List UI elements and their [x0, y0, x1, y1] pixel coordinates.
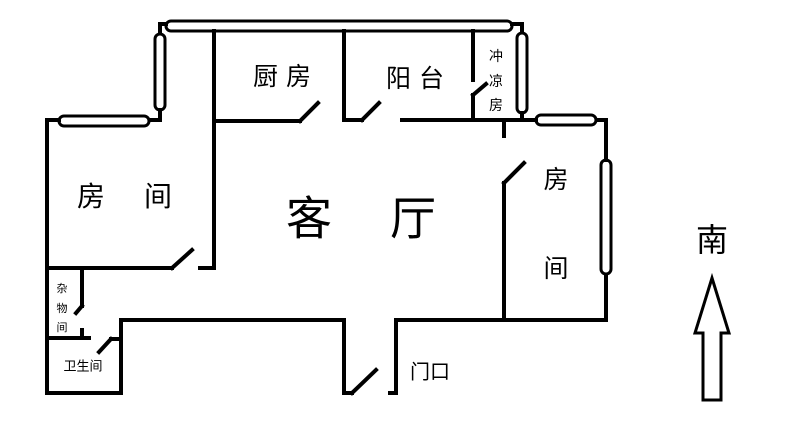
compass-label: 南: [696, 221, 728, 259]
label-bedroom-left: 房: [77, 180, 105, 213]
window-left-upper: [153, 32, 167, 112]
room-labels: 厨 房 阳 台 冲 凉 房 房 间 客 厅 房 间 杂 物 间 卫生间 门口: [57, 49, 569, 384]
label-balcony: 阳 台: [386, 64, 444, 93]
wall: [342, 29, 364, 122]
kitchen-door: [297, 100, 321, 124]
wall: [158, 22, 168, 35]
wall: [594, 118, 608, 162]
window-top: [164, 19, 514, 33]
label-entrance: 门口: [410, 360, 450, 384]
wall: [388, 273, 608, 395]
label-bathroom: 卫生间: [63, 360, 102, 375]
bedroom-right-door: [501, 160, 527, 186]
label-bedroom-left: 间: [144, 180, 172, 213]
label-kitchen: 厨 房: [253, 62, 311, 91]
wall: [510, 22, 524, 35]
bathroom-door: [96, 336, 114, 355]
window-left-bedroom: [57, 114, 151, 128]
balcony-door: [359, 100, 382, 123]
label-shower: 冲: [489, 49, 503, 65]
compass: 南: [692, 221, 732, 402]
label-bedroom-right: 房: [543, 165, 568, 194]
storage-door: [73, 303, 85, 316]
window-right-bedroom: [599, 158, 613, 276]
window-right-top: [534, 113, 598, 127]
walls: [45, 19, 613, 396]
label-shower: 房: [489, 98, 503, 114]
label-bedroom-right: 间: [543, 254, 568, 283]
label-storage: 物: [57, 301, 68, 315]
window-shower: [515, 31, 529, 115]
label-shower: 凉: [489, 74, 503, 90]
wall: [45, 118, 354, 395]
bedroom-left-door: [169, 247, 195, 271]
label-storage: 间: [57, 321, 68, 334]
entrance-door: [349, 367, 379, 396]
wall: [146, 108, 162, 122]
label-living-room: 厅: [390, 192, 436, 246]
up-arrow-icon: [692, 272, 732, 402]
label-storage: 杂: [57, 282, 68, 295]
label-living-room: 客: [286, 192, 332, 246]
shower-door: [470, 81, 489, 98]
